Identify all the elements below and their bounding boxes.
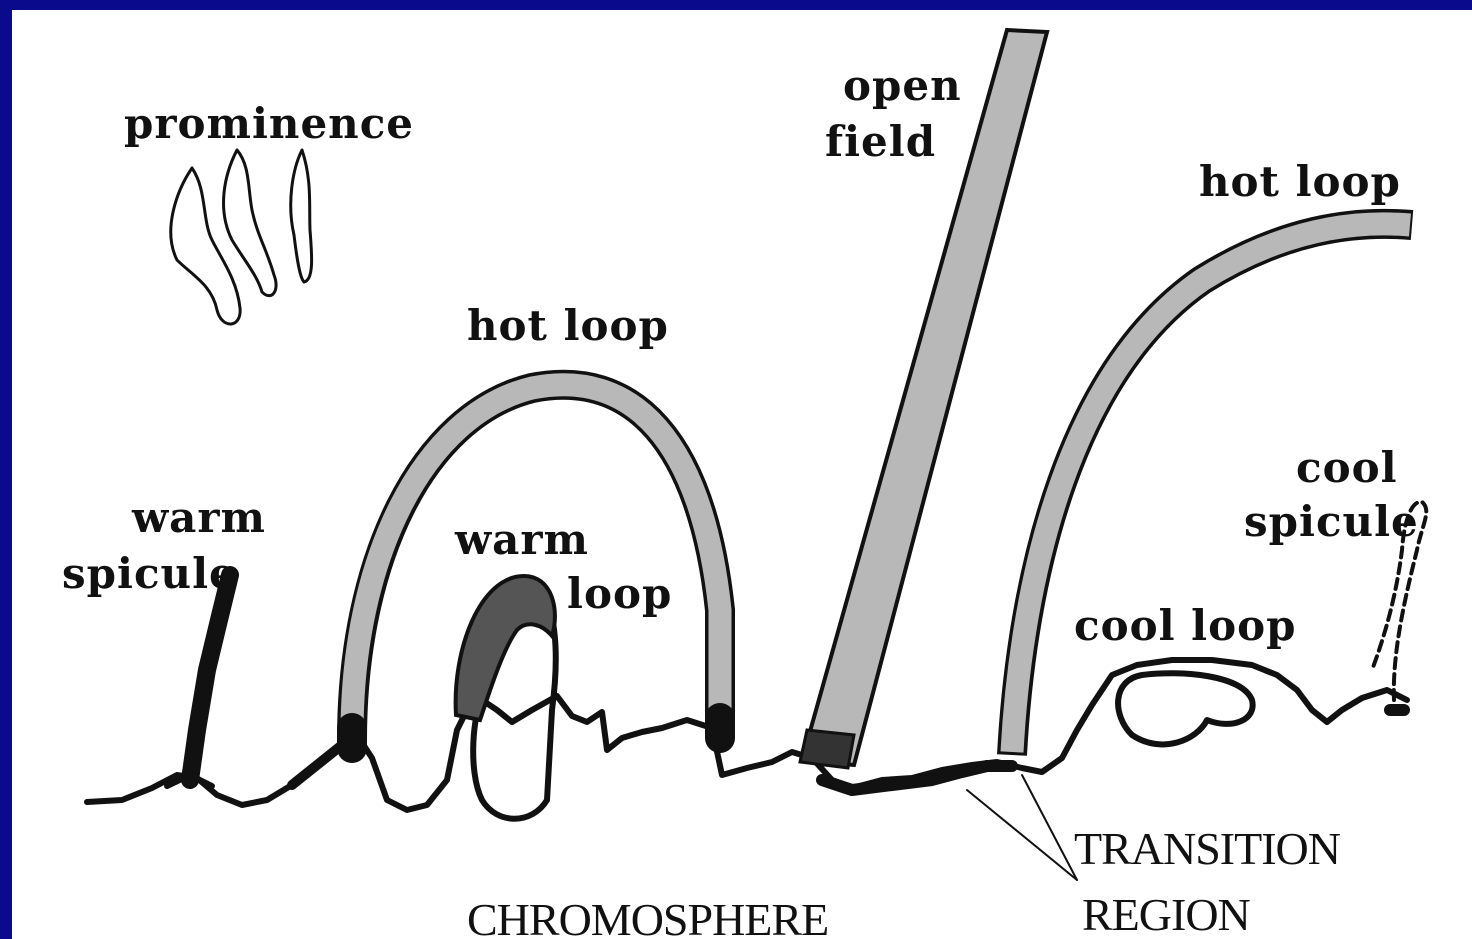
- warm-loop-dark: [456, 576, 555, 720]
- transition-pointer-2: [1022, 775, 1077, 880]
- label-cool-loop: cool loop: [1074, 601, 1297, 650]
- label-open: open: [843, 61, 962, 110]
- label-warm-spicule: warm spicule: [62, 493, 282, 598]
- chromosphere-surface: [87, 660, 1407, 810]
- label-region: REGION: [1082, 889, 1251, 939]
- label-warm-2: warm: [454, 515, 589, 564]
- label-field: field: [825, 117, 936, 166]
- label-transition-region: TRANSITION REGION: [1074, 823, 1350, 939]
- diagram-panel: prominence open field hot loop hot loop …: [12, 10, 1472, 939]
- transition-layer-left: [292, 745, 342, 785]
- open-field-foot: [800, 730, 854, 768]
- label-cool-1: cool: [1296, 443, 1398, 492]
- label-cool-spicule: cool spicule: [1244, 443, 1419, 546]
- label-chromosphere: CHROMOSPHERE: [467, 894, 828, 939]
- prominence-strand-3: [291, 150, 312, 282]
- label-spicule-1: spicule: [62, 549, 237, 598]
- solar-atmosphere-diagram: prominence open field hot loop hot loop …: [12, 10, 1472, 939]
- label-warm-1: warm: [131, 493, 266, 542]
- label-hot-loop-right: hot loop: [1199, 157, 1401, 206]
- transition-pointer-1: [967, 790, 1077, 880]
- label-hot-loop-left: hot loop: [467, 301, 669, 350]
- label-spicule-2: spicule: [1244, 497, 1419, 546]
- label-transition: TRANSITION: [1074, 823, 1341, 874]
- transition-layer: [822, 766, 1012, 790]
- prominence-strand-1: [171, 168, 240, 324]
- cool-loop-shape: [1118, 673, 1253, 744]
- warm-spicule-shape: [190, 575, 230, 780]
- label-loop: loop: [567, 569, 672, 618]
- label-open-field: open field: [825, 61, 977, 166]
- label-prominence: prominence: [124, 99, 414, 148]
